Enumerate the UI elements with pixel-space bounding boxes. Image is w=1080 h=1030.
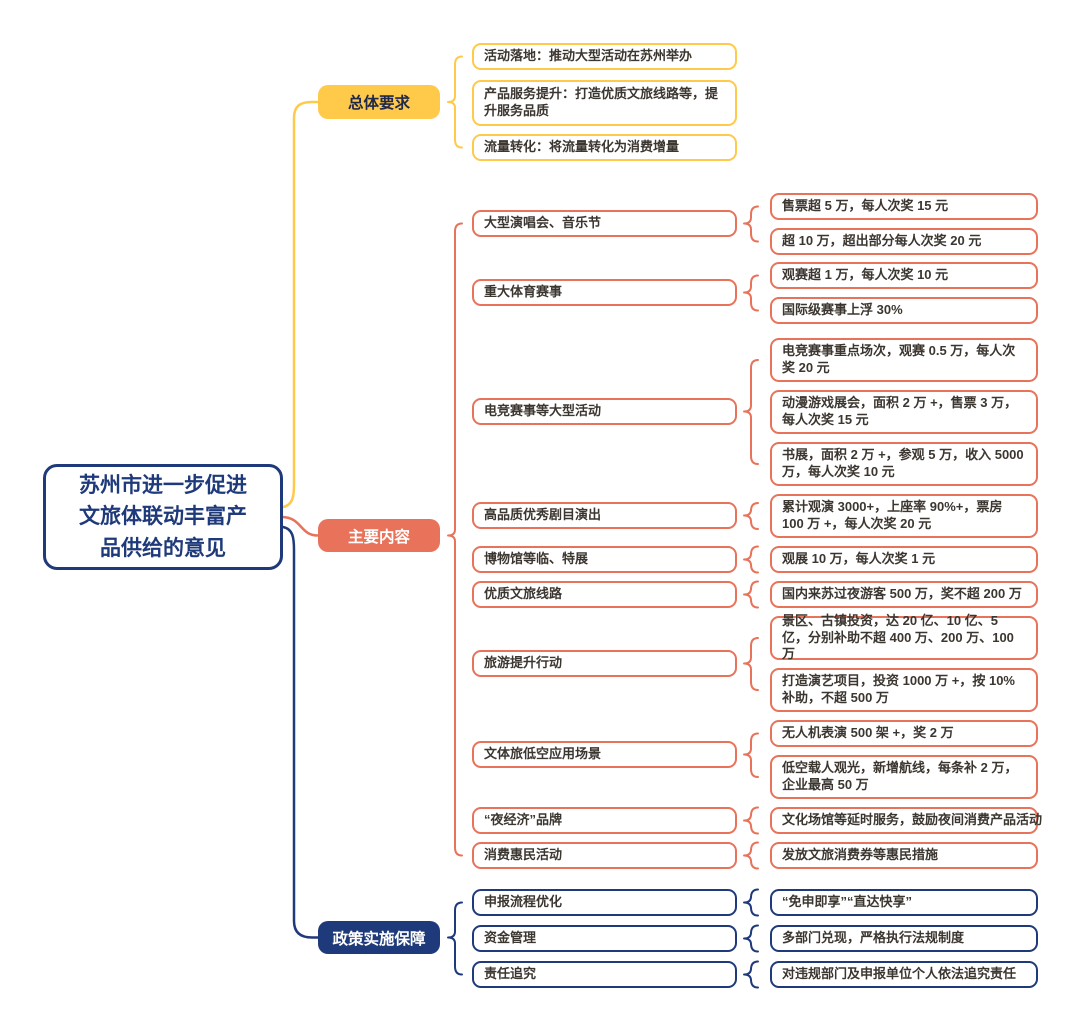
topic-node[interactable]: 申报流程优化 (472, 889, 737, 916)
brace-connector (743, 960, 759, 989)
detail-node[interactable]: 多部门兑现，严格执行法规制度 (770, 925, 1038, 952)
root-node[interactable]: 苏州市进一步促进文旅体联动丰富产品供给的意见 (43, 464, 283, 570)
branch-connector (281, 515, 320, 537)
detail-node[interactable]: 打造演艺项目，投资 1000 万 +，按 10% 补助，不超 500 万 (770, 668, 1038, 712)
detail-node[interactable]: 电竞赛事重点场次，观赛 0.5 万，每人次奖 20 元 (770, 338, 1038, 382)
branch-node-policy[interactable]: 政策实施保障 (318, 921, 440, 954)
brace-connector (743, 274, 759, 312)
brace-connector (743, 841, 759, 870)
brace-connector (743, 888, 759, 917)
detail-node[interactable]: 低空载人观光，新增航线，每条补 2 万，企业最高 50 万 (770, 755, 1038, 799)
brace-connector (743, 924, 759, 953)
branch-node-overall[interactable]: 总体要求 (318, 85, 440, 119)
brace-connector (743, 806, 759, 835)
detail-node[interactable]: 动漫游戏展会，面积 2 万 +，售票 3 万，每人次奖 15 元 (770, 390, 1038, 434)
topic-node[interactable]: 消费惠民活动 (472, 842, 737, 869)
topic-node[interactable]: 流量转化：将流量转化为消费增量 (472, 134, 737, 161)
topic-node[interactable]: 资金管理 (472, 925, 737, 952)
topic-node[interactable]: 优质文旅线路 (472, 581, 737, 608)
topic-node[interactable]: 产品服务提升：打造优质文旅线路等，提升服务品质 (472, 80, 737, 126)
detail-node[interactable]: 观展 10 万，每人次奖 1 元 (770, 546, 1038, 573)
detail-node[interactable]: 书展，面积 2 万 +，参观 5 万，收入 5000 万，每人次奖 10 元 (770, 442, 1038, 486)
topic-node[interactable]: 活动落地：推动大型活动在苏州举办 (472, 43, 737, 70)
detail-node[interactable]: 累计观演 3000+，上座率 90%+，票房 100 万 +，每人次奖 20 元 (770, 494, 1038, 538)
brace-connector (743, 732, 759, 778)
detail-node[interactable]: 售票超 5 万，每人次奖 15 元 (770, 193, 1038, 220)
detail-node[interactable]: 观赛超 1 万，每人次奖 10 元 (770, 262, 1038, 289)
topic-node[interactable]: 博物馆等临、特展 (472, 546, 737, 573)
brace-connector (743, 205, 759, 243)
branch-node-main-content[interactable]: 主要内容 (318, 519, 440, 552)
topic-node[interactable]: 旅游提升行动 (472, 650, 737, 677)
brace-connector (447, 901, 463, 976)
topic-node[interactable]: “夜经济”品牌 (472, 807, 737, 834)
brace-connector (743, 637, 759, 691)
topic-node[interactable]: 大型演唱会、音乐节 (472, 210, 737, 237)
detail-node[interactable]: 超 10 万，超出部分每人次奖 20 元 (770, 228, 1038, 255)
topic-node[interactable]: 高品质优秀剧目演出 (472, 502, 737, 529)
detail-node[interactable]: 国内来苏过夜游客 500 万，奖不超 200 万 (770, 581, 1038, 608)
brace-connector (743, 545, 759, 574)
branch-connector (281, 525, 320, 939)
brace-connector (447, 55, 463, 149)
topic-node[interactable]: 重大体育赛事 (472, 279, 737, 306)
detail-node[interactable]: 文化场馆等延时服务，鼓励夜间消费产品活动 (770, 807, 1042, 834)
branch-connector (281, 100, 320, 509)
topic-node[interactable]: 责任追究 (472, 961, 737, 988)
detail-node[interactable]: 国际级赛事上浮 30% (770, 297, 1038, 324)
detail-node[interactable]: 发放文旅消费券等惠民措施 (770, 842, 1038, 869)
detail-node[interactable]: “免申即享”“直达快享” (770, 889, 1038, 916)
detail-node[interactable]: 景区、古镇投资，达 20 亿、10 亿、5 亿，分别补助不超 400 万、200… (770, 613, 1038, 661)
topic-node[interactable]: 文体旅低空应用场景 (472, 741, 737, 768)
detail-node[interactable]: 对违规部门及申报单位个人依法追究责任 (770, 961, 1038, 988)
brace-connector (743, 359, 759, 465)
detail-node[interactable]: 无人机表演 500 架 +，奖 2 万 (770, 720, 1038, 747)
brace-connector (743, 580, 759, 609)
brace-connector (447, 222, 463, 857)
topic-node[interactable]: 电竞赛事等大型活动 (472, 398, 737, 425)
brace-connector (743, 502, 759, 530)
